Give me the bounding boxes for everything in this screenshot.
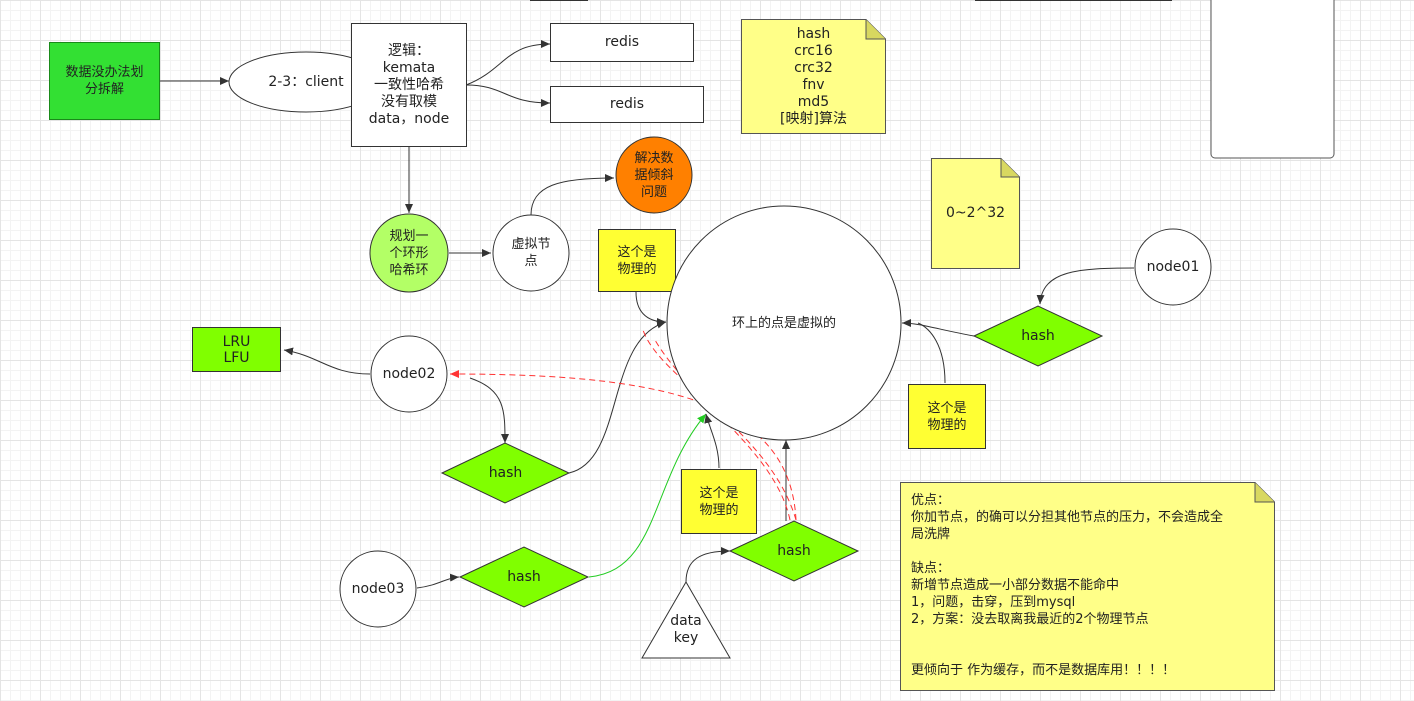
hash-diamond-right[interactable] (972, 305, 1104, 367)
edge-physical-to-circle (635, 291, 667, 326)
physical-label-mid[interactable] (681, 469, 757, 534)
lru-lfu-box[interactable] (192, 327, 281, 372)
edge-hash-to-ring-dashed (642, 329, 797, 521)
hash-diamond-left[interactable] (440, 442, 571, 504)
pros-cons-note-fold (1254, 482, 1275, 503)
edge-node02-to-hash (469, 377, 509, 444)
hash-diamond-bottom-left[interactable] (458, 546, 590, 608)
edge-hash-bottom-left-to-circle (588, 413, 707, 578)
edge-physical-right-to-circle (917, 322, 946, 384)
virtual-node-circle[interactable] (492, 214, 570, 292)
edge-node03-to-hash (416, 573, 460, 589)
range-note[interactable] (931, 158, 1020, 269)
node03-circle[interactable] (339, 550, 417, 628)
algorithms-note[interactable] (741, 19, 886, 134)
node02-circle[interactable] (370, 335, 448, 413)
edge-virtual-to-skew (530, 174, 615, 216)
edge-hash-to-circle (901, 319, 975, 337)
pros-cons-note[interactable] (900, 482, 1275, 691)
physical-label-right[interactable] (908, 384, 986, 449)
edge-node01-to-hash (1036, 267, 1135, 305)
ring-circle[interactable] (666, 205, 902, 441)
redis-box-1[interactable] (550, 23, 694, 62)
redis-box-2[interactable] (550, 86, 704, 123)
data-key-triangle[interactable] (641, 581, 731, 659)
edge-logic-to-redis-2 (465, 84, 551, 107)
edge-logic-to-redis-1 (465, 40, 551, 86)
edge-datakey-to-hash (685, 547, 731, 583)
logic-box[interactable] (351, 23, 467, 147)
physical-label-top[interactable] (598, 229, 676, 292)
hash-ring-circle[interactable] (369, 213, 449, 293)
data-split-box[interactable] (49, 42, 160, 120)
edge-hash-left-to-circle (568, 320, 667, 474)
algorithms-note-fold (865, 19, 886, 40)
data-skew-circle[interactable] (615, 136, 693, 214)
partial-box-top-right (1210, 0, 1335, 159)
hash-diamond-bottom[interactable] (728, 520, 860, 582)
edge-physical-mid-to-circle (704, 413, 720, 469)
edge-node02-to-lru (283, 347, 371, 375)
range-note-fold (1000, 158, 1020, 178)
node01-circle[interactable] (1134, 228, 1212, 306)
